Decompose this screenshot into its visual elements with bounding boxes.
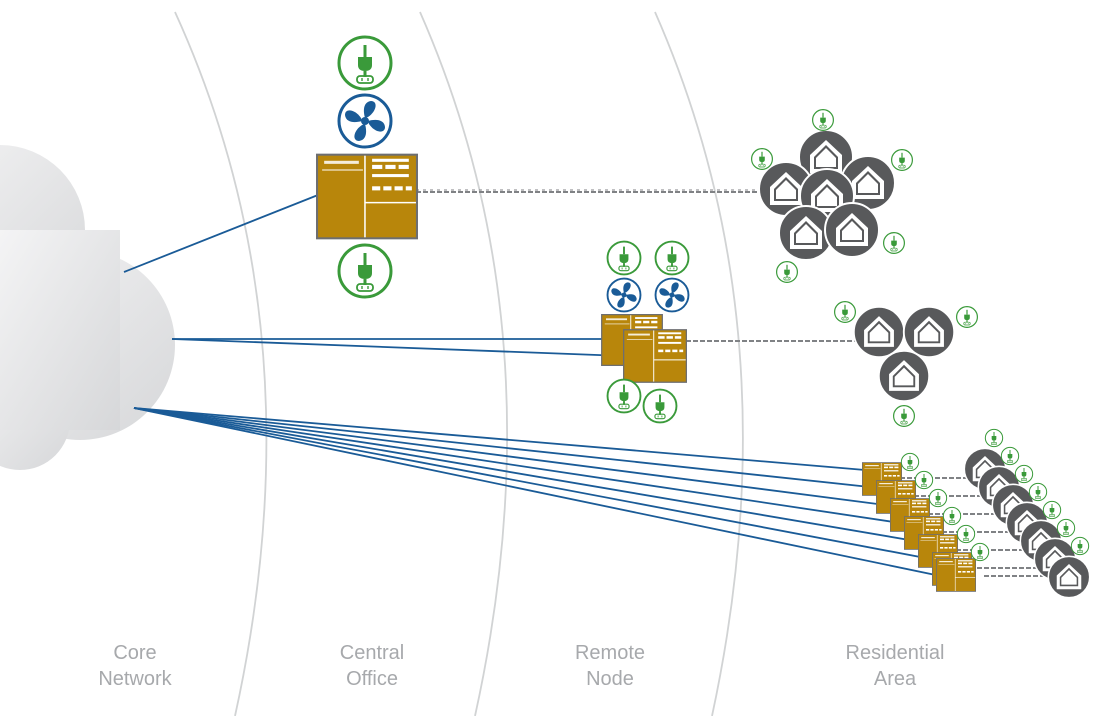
power-plug-icon <box>1056 518 1076 538</box>
boundary-core-central <box>174 11 268 716</box>
network-cabinet-icon <box>623 329 687 383</box>
power-plug-icon <box>750 148 774 170</box>
fiber-link <box>133 407 866 471</box>
boundary-remote-residential <box>654 11 744 716</box>
power-plug-icon <box>984 428 1004 448</box>
zone-label-line1: Core <box>113 642 157 664</box>
zone-label-remote-node: Remote Node <box>530 640 690 692</box>
power-plug-icon <box>606 240 642 276</box>
zone-label-central-office: Central Office <box>292 640 452 692</box>
power-plug-icon <box>890 149 914 171</box>
house-icon <box>852 305 906 359</box>
power-plug-icon <box>1014 464 1034 484</box>
fiber-links <box>123 194 951 579</box>
power-plug-icon <box>1042 500 1062 520</box>
power-plug-icon <box>1028 482 1048 502</box>
fiber-link <box>133 407 880 489</box>
fiber-link <box>133 407 951 579</box>
house-icon <box>902 305 956 359</box>
fiber-link <box>133 407 922 543</box>
fiber-link <box>123 194 319 273</box>
power-plug-icon <box>928 488 948 508</box>
zone-label-line1: Central <box>339 642 405 664</box>
power-plug-icon <box>970 542 990 562</box>
boundary-central-remote <box>419 11 508 716</box>
zone-label-line2: Node <box>586 668 634 690</box>
power-plug-icon <box>892 405 916 427</box>
zone-label-line1: Remote <box>574 642 646 664</box>
power-plug-icon <box>775 261 799 283</box>
residential-cluster-large <box>750 108 914 283</box>
zone-label-residential-area: Residential Area <box>815 640 975 692</box>
power-plug-icon <box>833 301 857 323</box>
power-plug-icon <box>900 452 920 472</box>
power-plug-icon <box>955 306 979 328</box>
zone-boundaries <box>174 11 744 716</box>
fan-icon <box>606 277 642 313</box>
residential-cluster-medium <box>833 301 979 427</box>
power-plug-icon <box>337 35 393 91</box>
power-plug-icon <box>942 506 962 526</box>
house-icon <box>877 349 931 403</box>
fiber-link <box>171 338 625 357</box>
remote-node-equipment <box>601 240 690 424</box>
fiber-link <box>133 407 908 525</box>
power-plug-icon <box>1070 536 1090 556</box>
fiber-link <box>133 407 894 507</box>
power-plug-icon <box>606 378 642 414</box>
fan-icon <box>337 93 393 149</box>
central-office-equipment <box>316 35 418 299</box>
power-plug-icon <box>882 232 906 254</box>
zone-label-line2: Office <box>346 668 398 690</box>
zone-label-line2: Area <box>873 668 917 690</box>
power-plug-icon <box>654 240 690 276</box>
power-plug-icon <box>337 243 393 299</box>
residential-cluster-distributed <box>862 428 1091 599</box>
network-cabinet-icon <box>316 153 418 240</box>
network-cabinet-icon <box>936 558 976 592</box>
power-plug-icon <box>914 470 934 490</box>
house-icon <box>1047 555 1091 599</box>
fan-icon <box>654 277 690 313</box>
zone-label-line2: Network <box>98 668 172 690</box>
power-plug-icon <box>642 388 678 424</box>
fiber-link <box>133 407 937 561</box>
cloud-icon <box>0 145 175 470</box>
power-plug-icon <box>811 108 835 131</box>
power-plug-icon <box>1000 446 1020 466</box>
power-plug-icon <box>956 524 976 544</box>
house-icon <box>824 202 880 258</box>
zone-label-core-network: Core Network <box>55 640 215 692</box>
zone-label-line1: Residential <box>845 642 945 664</box>
